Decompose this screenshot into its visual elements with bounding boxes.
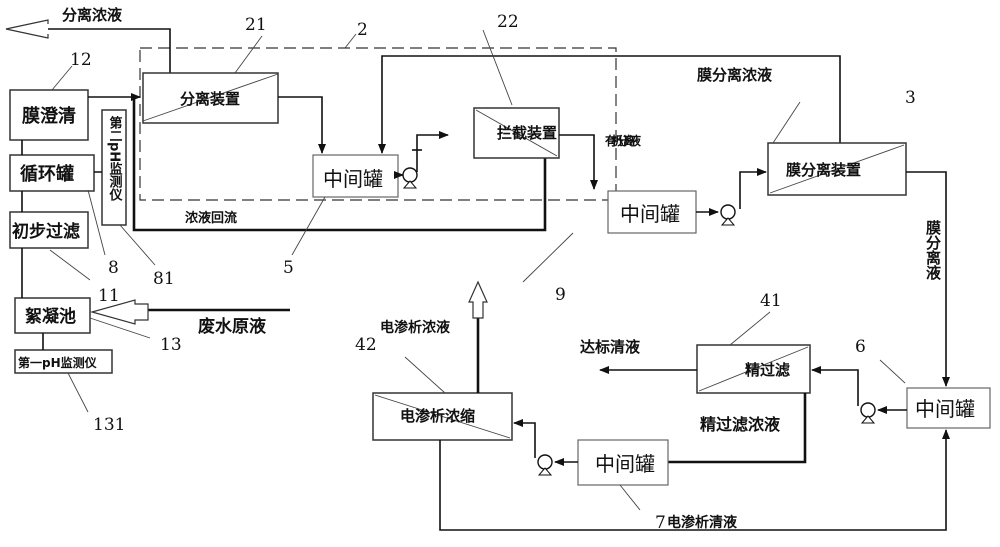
membrane-clarify-label: 膜澄清 xyxy=(21,105,76,127)
intermediate-tank-9 xyxy=(607,190,697,234)
label-fine-filter-concentrate: 精过滤浓液 xyxy=(700,415,781,434)
tank-7-label: 中间罐 xyxy=(595,452,655,476)
ref-81: 81 xyxy=(153,269,175,289)
pump-to-fine-filter-arrow xyxy=(811,366,859,406)
separation-to-tank5-arrow xyxy=(278,96,326,154)
separation-device-label: 分离装置 xyxy=(180,90,240,108)
intermediate-tank-7 xyxy=(577,439,669,486)
label-organic-separation-liquid: 有机分离液 xyxy=(605,133,641,148)
separation-device-box xyxy=(142,72,279,124)
fine-filter-concentrate-line xyxy=(668,393,807,464)
ref-41: 41 xyxy=(760,291,782,311)
membrane-diagonal xyxy=(374,394,511,439)
ref-21: 21 xyxy=(245,15,267,35)
ref-8: 8 xyxy=(108,258,119,278)
pump-to-electrodialysis-arrow xyxy=(513,419,536,458)
label-membrane-permeate: 膜分离液 xyxy=(924,219,942,281)
ph-monitor-2-label: 第二pH监测仪 xyxy=(107,115,124,202)
membrane-permeate-line xyxy=(906,171,950,387)
tank-5-label: 中间罐 xyxy=(323,167,383,191)
pump-icon xyxy=(720,204,736,226)
hollow-arrow-up-icon xyxy=(468,280,488,319)
label-compliant-clear-liquid: 达标清液 xyxy=(580,338,641,356)
membrane-separation-device-label: 膜分离装置 xyxy=(786,161,861,179)
leader-lines xyxy=(49,29,906,511)
pump-icon xyxy=(860,402,876,424)
flocculation-tank-box xyxy=(14,297,91,334)
left-column-connectors xyxy=(21,140,102,350)
ref-2: 2 xyxy=(357,20,368,40)
electrodialysis-label: 电渗析浓缩 xyxy=(400,407,475,425)
ref-131: 131 xyxy=(93,415,125,435)
label-electrodialysis-concentrate: 电渗析浓液 xyxy=(380,319,451,336)
separation-concentrate-line xyxy=(48,28,171,73)
interception-device-label: 拦截装置 xyxy=(497,124,557,142)
interception-to-tank9-arrow xyxy=(559,134,598,190)
hollow-arrow-left-icon xyxy=(89,299,149,325)
label-separation-concentrate: 分离浓液 xyxy=(62,6,123,24)
ref-7: 7 xyxy=(655,513,666,533)
pump-icon xyxy=(402,167,418,189)
circulation-tank-label: 循环罐 xyxy=(20,163,74,185)
ref-42: 42 xyxy=(355,335,377,355)
membrane-diagonal xyxy=(142,73,279,122)
hollow-arrow-left-icon xyxy=(5,19,49,39)
label-electrodialysis-clear: 电渗析清液 xyxy=(667,514,738,531)
group-2-boundary xyxy=(139,47,617,201)
concentrate-reflux-line xyxy=(132,97,547,232)
ph-monitor-1-box xyxy=(14,349,113,374)
pump-icon xyxy=(537,454,553,476)
tank-9-label: 中间罐 xyxy=(620,202,680,226)
tank-6-label: 中间罐 xyxy=(915,397,975,421)
intermediate-tank-5 xyxy=(312,154,399,198)
ref-5: 5 xyxy=(283,258,294,278)
ref-9: 9 xyxy=(555,285,566,305)
membrane-concentrate-line xyxy=(378,55,841,154)
membrane-clarify-box xyxy=(9,89,89,141)
intermediate-tank-6 xyxy=(906,387,991,429)
ph-monitor-2-box xyxy=(101,109,127,226)
ref-11: 11 xyxy=(98,286,120,306)
pre-filter-box xyxy=(9,211,89,249)
label-concentrate-reflux: 浓液回流 xyxy=(185,210,237,226)
ref-3: 3 xyxy=(905,88,916,108)
pre-filter-label: 初步过滤 xyxy=(12,221,80,242)
ph-monitor-1-label: 第一pH监测仪 xyxy=(18,355,98,370)
ref-22: 22 xyxy=(497,12,519,32)
pump-to-membrane-arrow xyxy=(739,168,767,209)
ref-13: 13 xyxy=(160,335,182,355)
fine-filter-label: 精过滤 xyxy=(745,361,790,379)
membrane-diagonal xyxy=(698,346,809,392)
electrodialysis-clear-line xyxy=(439,429,950,531)
ref-6: 6 xyxy=(855,337,866,357)
label-raw-wastewater: 废水原液 xyxy=(198,316,266,337)
label-membrane-concentrate: 膜分离浓液 xyxy=(697,66,773,84)
circulation-tank-box xyxy=(9,154,95,192)
flocculation-tank-label: 絮凝池 xyxy=(25,306,76,327)
membrane-diagonal xyxy=(475,109,558,157)
ref-12: 12 xyxy=(70,50,92,70)
membrane-diagonal xyxy=(769,144,905,194)
pump-to-interception-arrow xyxy=(416,131,449,172)
